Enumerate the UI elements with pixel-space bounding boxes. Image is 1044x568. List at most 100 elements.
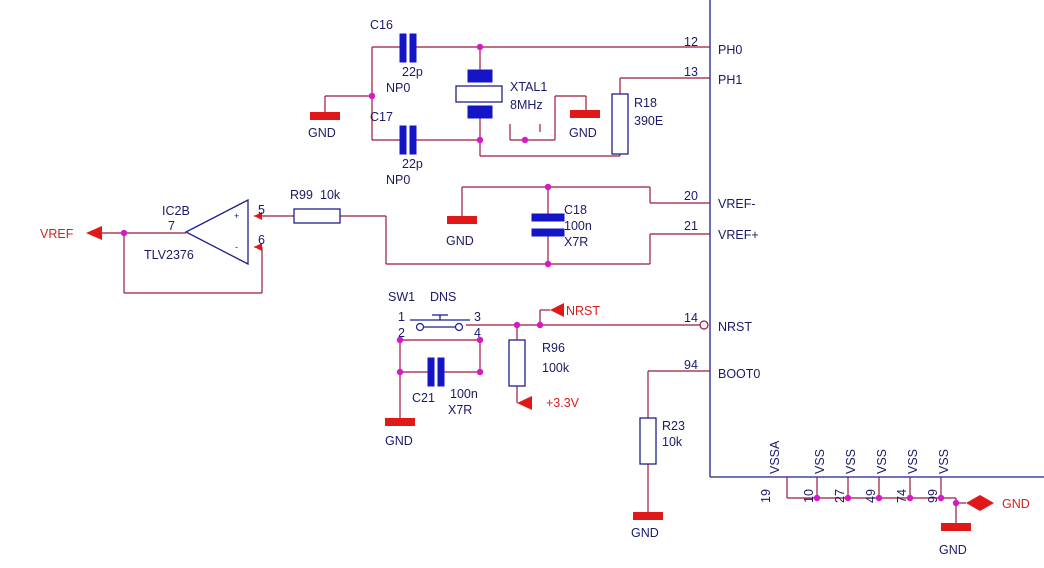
c16-ref: C16: [370, 18, 393, 32]
junction-dot: [536, 321, 544, 329]
junction-dot: [396, 336, 404, 344]
vref-label: VREF: [40, 227, 74, 241]
capacitor-c16: C16 22p NP0: [370, 18, 423, 95]
junction-dot: [906, 494, 914, 502]
vss-pin-num-74: 74: [895, 489, 909, 503]
junction-dot: [476, 336, 484, 344]
c21-dielectric: X7R: [448, 403, 472, 417]
opamp-plus-sign: +: [234, 211, 239, 221]
c21-value: 100n: [450, 387, 478, 401]
junction-dot: [813, 494, 821, 502]
ground-symbol-xtal: GND: [569, 110, 600, 140]
pin6-arrow: [254, 243, 262, 251]
ground-symbol-c21: GND: [385, 418, 415, 448]
switch-sw1: SW1 DNS 1 2 3 4: [388, 290, 481, 340]
pin-number-13: 13: [684, 65, 698, 79]
junction-dot: [476, 368, 484, 376]
ic2b-pin-out: 7: [168, 219, 175, 233]
ic2b-ref: IC2B: [162, 204, 190, 218]
vss-pin-name-74: VSS: [906, 449, 920, 474]
c18-dielectric: X7R: [564, 235, 588, 249]
ic2b-pin-minus: 6: [258, 233, 265, 247]
junction-dot: [120, 229, 128, 237]
junction-dot: [368, 92, 376, 100]
capacitor-c18: C18 100n X7R: [531, 203, 592, 249]
pin-name-ph0: PH0: [718, 43, 742, 57]
r99-ref: R99: [290, 188, 313, 202]
c21-ref: C21: [412, 391, 435, 405]
ground-symbol-c18: GND: [446, 216, 477, 248]
resistor-r99: R99 10k: [290, 188, 341, 224]
junction-dot: [875, 494, 883, 502]
ic2b-part: TLV2376: [144, 248, 194, 262]
pin-number-20: 20: [684, 189, 698, 203]
c17-dielectric: NP0: [386, 173, 410, 187]
pin-name-ph1: PH1: [718, 73, 742, 87]
gnd-label: GND: [385, 434, 413, 448]
c18-ref: C18: [564, 203, 587, 217]
junction-dot: [544, 260, 552, 268]
sw1-ref: SW1: [388, 290, 415, 304]
vref-port: VREF: [40, 226, 102, 241]
junction-dot: [476, 136, 484, 144]
reset-wires: [399, 310, 704, 418]
c17-value: 22p: [402, 157, 423, 171]
gnd-label: GND: [446, 234, 474, 248]
nrst-inversion-bubble: [699, 320, 709, 330]
mcu-pins: 12 PH0 13 PH1 20 VREF- 21 VREF+ 14 NRST …: [684, 35, 760, 381]
opamp-minus-sign: -: [235, 242, 238, 252]
ground-symbol-r23: GND: [631, 512, 663, 540]
vref-wires: [102, 186, 710, 294]
capacitor-c17: C17 22p NP0: [370, 110, 423, 187]
vss-pin-num-99: 99: [926, 489, 940, 503]
pin-number-12: 12: [684, 35, 698, 49]
ground-symbols: GND GND GND GND GND GND: [308, 110, 971, 557]
r18-value: 390E: [634, 114, 663, 128]
junction-dot: [952, 499, 960, 507]
capacitor-c21: C21 100n X7R: [412, 357, 478, 417]
vss-pin-num-27: 27: [833, 489, 847, 503]
r18-ref: R18: [634, 96, 657, 110]
opamp-ic2b: + - IC2B 7 TLV2376 5 6: [144, 198, 265, 266]
r96-ref: R96: [542, 341, 565, 355]
ground-symbol-c16-c17: GND: [308, 112, 340, 140]
pin-name-vref-minus: VREF-: [718, 197, 756, 211]
vss-pin-name-27: VSS: [844, 449, 858, 474]
sw1-pin-2: 2: [398, 326, 405, 340]
gnd-port-label: GND: [1002, 497, 1030, 511]
c16-dielectric: NP0: [386, 81, 410, 95]
pin-number-14: 14: [684, 311, 698, 325]
mcu-body: [709, 0, 1044, 478]
nrst-port: NRST: [540, 303, 600, 318]
gnd-label: GND: [308, 126, 336, 140]
vss-pin-name-99: VSS: [937, 449, 951, 474]
vss-pin-name-10: VSS: [813, 449, 827, 474]
junction-dot: [513, 321, 521, 329]
vss-pin-num-19: 19: [759, 489, 773, 503]
pin5-arrow: [254, 212, 262, 220]
vss-pin-name-49: VSS: [875, 449, 889, 474]
resistor-r96: R96 100k: [508, 339, 570, 387]
c16-value: 22p: [402, 65, 423, 79]
r99-value: 10k: [320, 188, 341, 202]
junction-dots: [120, 43, 960, 507]
pin-number-21: 21: [684, 219, 698, 233]
gnd-label: GND: [631, 526, 659, 540]
r96-value: 100k: [542, 361, 570, 375]
sw1-pin-1: 1: [398, 310, 405, 324]
sw1-value: DNS: [430, 290, 456, 304]
vss-pin-labels: VSSA 19 VSS 10 VSS 27 VSS 49 VSS 74 VSS …: [759, 440, 951, 503]
xtal1-value: 8MHz: [510, 98, 543, 112]
gnd-label: GND: [569, 126, 597, 140]
gnd-port: GND: [966, 495, 1030, 511]
sw1-pin-4: 4: [474, 326, 481, 340]
r23-ref: R23: [662, 419, 685, 433]
ground-symbol-vss: GND: [939, 523, 971, 557]
supply-label: +3.3V: [546, 396, 580, 410]
pin-number-94: 94: [684, 358, 698, 372]
xtal1-ref: XTAL1: [510, 80, 547, 94]
junction-dot: [544, 183, 552, 191]
boot0-wires: [647, 370, 710, 512]
vss-pin-name-19: VSSA: [768, 440, 782, 474]
